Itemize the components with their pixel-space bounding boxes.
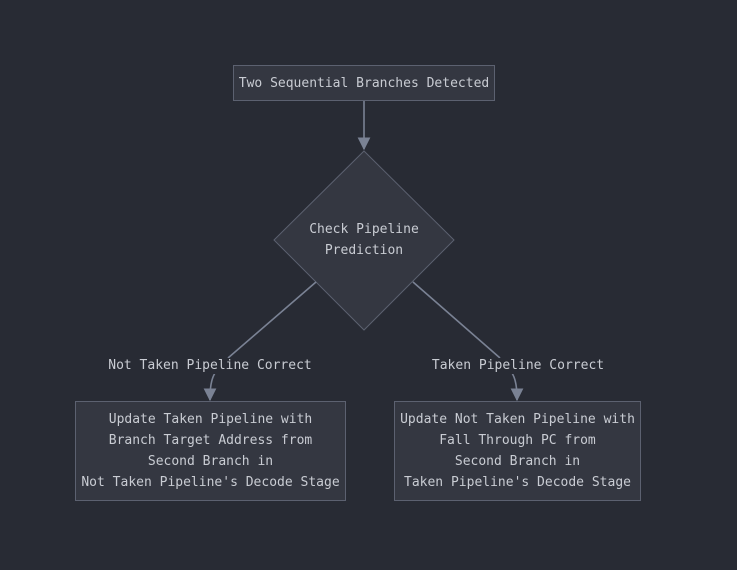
decision-diamond xyxy=(273,150,455,331)
left-action-node: Update Taken Pipeline with Branch Target… xyxy=(75,401,346,501)
start-node-label: Two Sequential Branches Detected xyxy=(238,75,490,91)
decision-node-label: Check Pipeline Prediction xyxy=(309,222,419,258)
right-action-label: Update Not Taken Pipeline with Fall Thro… xyxy=(400,412,635,490)
left-action-label: Update Taken Pipeline with Branch Target… xyxy=(81,412,340,490)
edge-label-not-taken: Not Taken Pipeline Correct xyxy=(106,358,314,374)
start-node: Two Sequential Branches Detected xyxy=(233,65,495,101)
right-action-node: Update Not Taken Pipeline with Fall Thro… xyxy=(394,401,641,501)
edge-decision-to-left xyxy=(209,281,317,399)
edge-label-taken: Taken Pipeline Correct xyxy=(429,358,607,374)
edge-decision-to-right xyxy=(412,281,518,399)
